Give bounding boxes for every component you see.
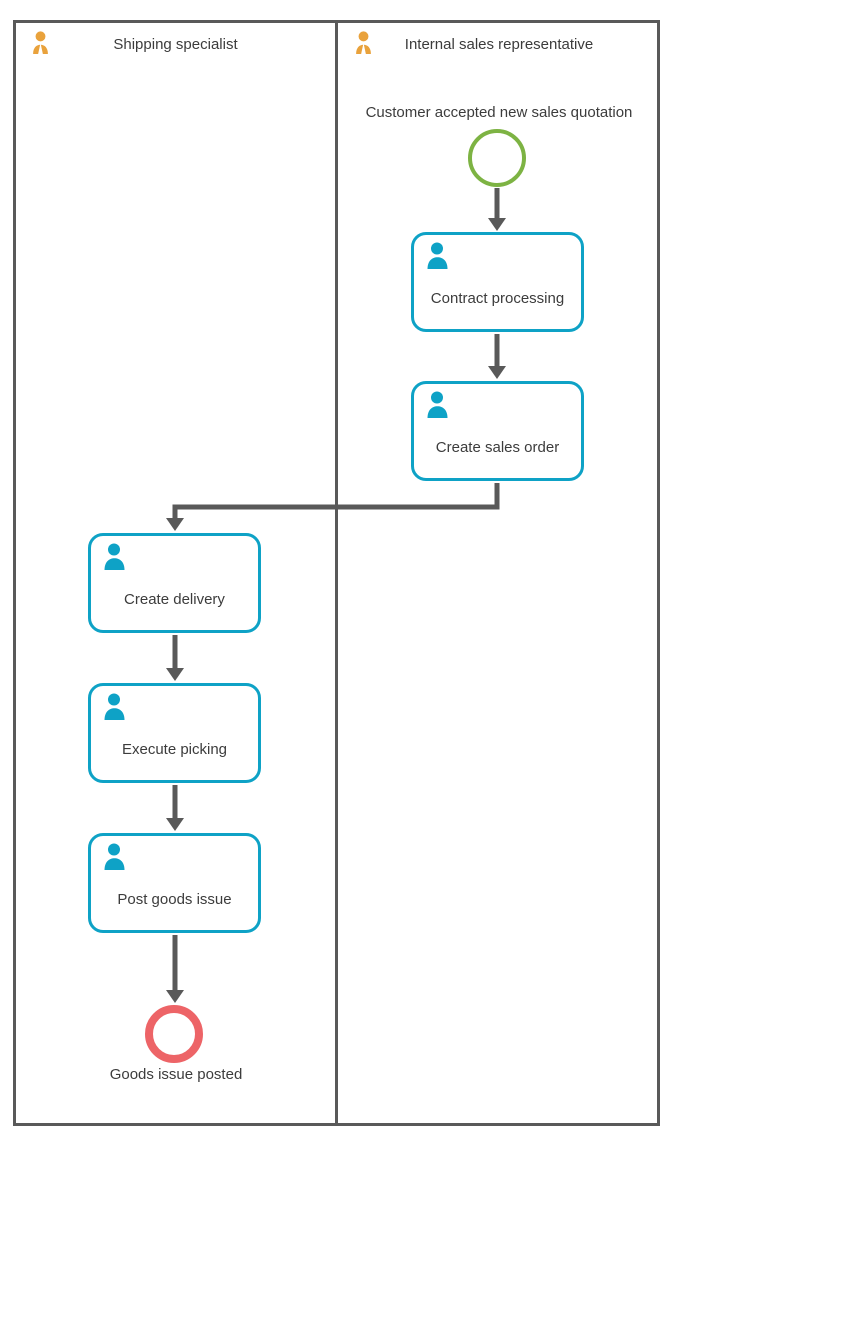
user-task-icon bbox=[103, 843, 131, 871]
start-event-circle[interactable] bbox=[468, 129, 526, 187]
user-task-icon bbox=[103, 693, 131, 721]
end-event-label: Goods issue posted bbox=[109, 1066, 243, 1083]
task-create-delivery[interactable]: Create delivery bbox=[88, 533, 261, 633]
task-post-goods-issue[interactable]: Post goods issue bbox=[88, 833, 261, 933]
role-person-icon bbox=[354, 31, 373, 56]
task-label: Execute picking bbox=[121, 741, 228, 758]
end-event-circle[interactable] bbox=[145, 1005, 203, 1063]
task-label: Contract processing bbox=[430, 290, 565, 307]
user-task-icon bbox=[426, 242, 454, 270]
lane-divider bbox=[335, 23, 338, 1123]
role-person-icon bbox=[31, 31, 50, 56]
lane-label-internal-sales-representative: Internal sales representative bbox=[404, 36, 594, 53]
task-label: Create sales order bbox=[435, 439, 560, 456]
user-task-icon bbox=[426, 391, 454, 419]
task-contract-processing[interactable]: Contract processing bbox=[411, 232, 584, 332]
task-create-sales-order[interactable]: Create sales order bbox=[411, 381, 584, 481]
task-execute-picking[interactable]: Execute picking bbox=[88, 683, 261, 783]
user-task-icon bbox=[103, 543, 131, 571]
task-label: Create delivery bbox=[124, 591, 225, 608]
lane-label-shipping-specialist: Shipping specialist bbox=[113, 36, 238, 53]
start-annotation: Customer accepted new sales quotation bbox=[365, 104, 633, 121]
task-label: Post goods issue bbox=[117, 891, 232, 908]
